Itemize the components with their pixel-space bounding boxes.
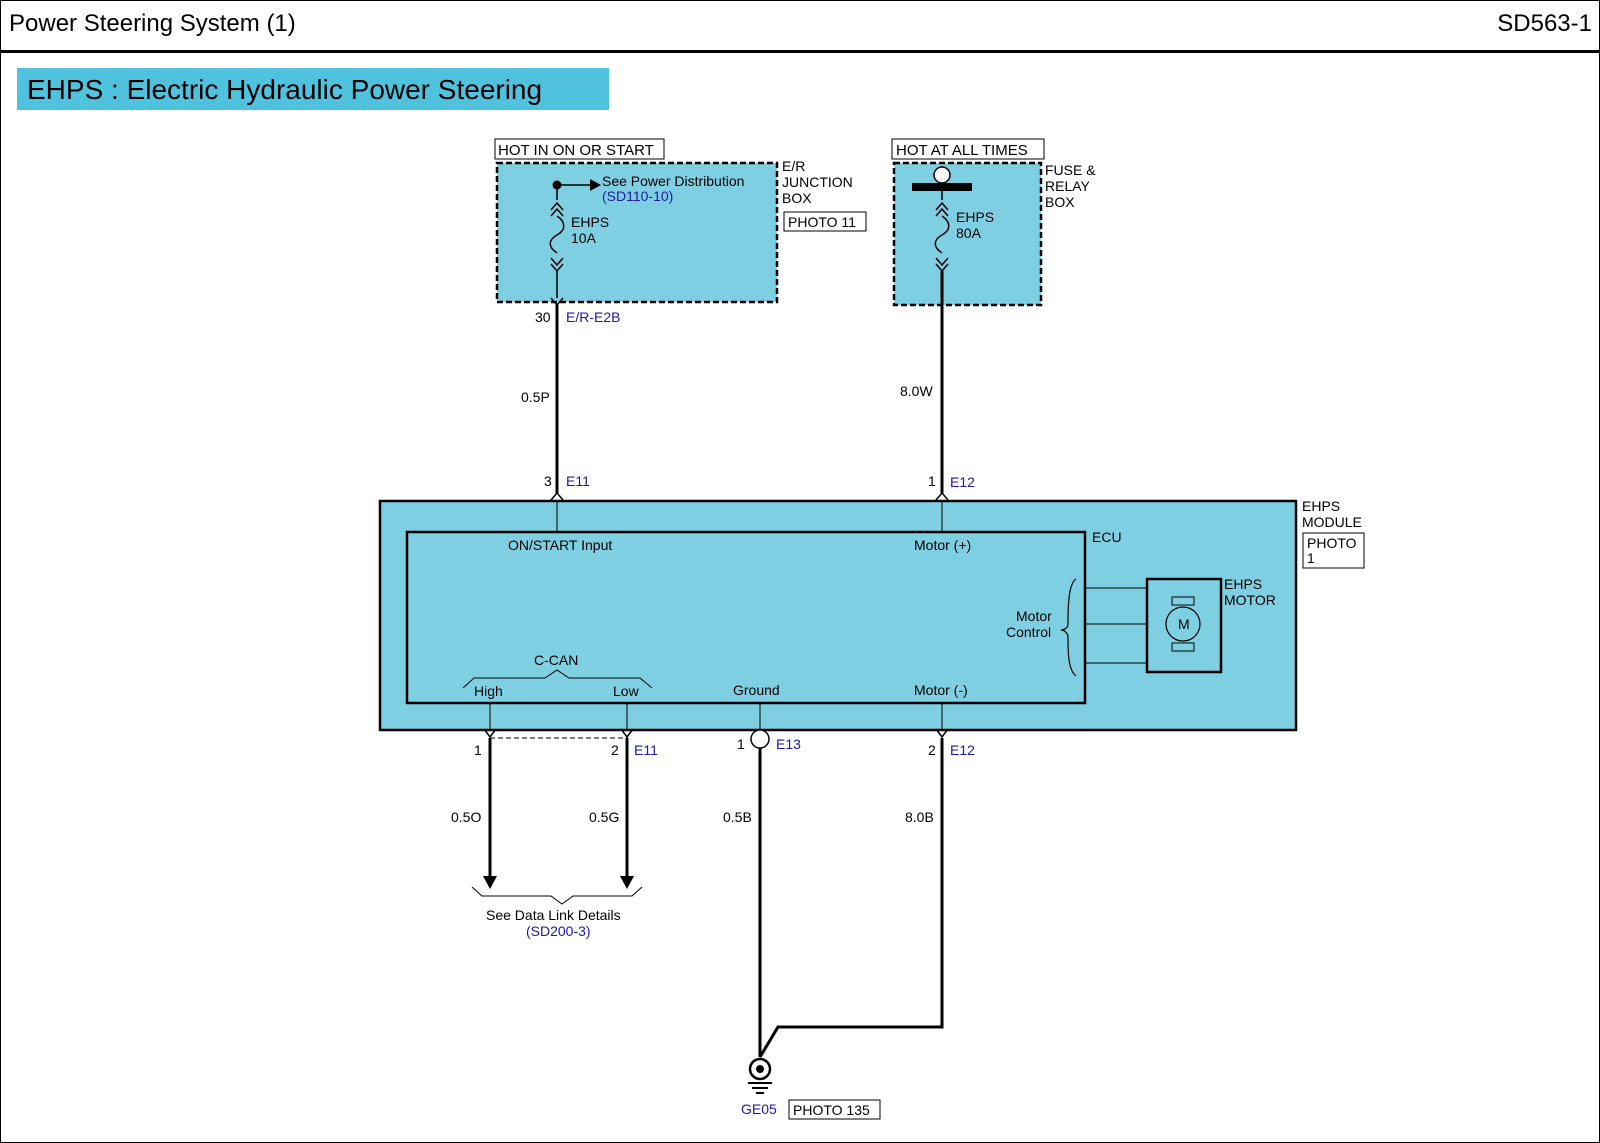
motor-control-label-1: Motor bbox=[1016, 608, 1052, 624]
motor-control-label-2: Control bbox=[1006, 624, 1051, 640]
fuse-relay-box-label: FUSE & RELAY BOX bbox=[1045, 162, 1096, 210]
e12-top-terminal bbox=[935, 491, 949, 501]
power-dist-reference[interactable]: (SD110-10) bbox=[602, 188, 673, 204]
e13-pin: 1 bbox=[737, 736, 745, 752]
connector-e13[interactable]: E13 bbox=[776, 736, 801, 752]
hot-on-start-label: HOT IN ON OR START bbox=[494, 138, 665, 160]
wire-80w-label: 8.0W bbox=[900, 383, 933, 399]
e11-pin1-terminal bbox=[483, 728, 497, 739]
e12-pin2-terminal bbox=[935, 728, 949, 739]
svg-text:PHOTO: PHOTO bbox=[1307, 535, 1357, 551]
ehps-motor-label-2: MOTOR bbox=[1224, 592, 1276, 608]
ehps-module-label: EHPS MODULE bbox=[1302, 498, 1362, 530]
svg-text:1: 1 bbox=[1307, 550, 1315, 566]
page-header: Power Steering System (1) SD563-1 bbox=[0, 0, 1600, 53]
e11-bottom-pin1: 1 bbox=[474, 742, 482, 758]
svg-text:FUSE &: FUSE & bbox=[1045, 162, 1096, 178]
ground-pin-label: Ground bbox=[733, 682, 780, 698]
connector-e11-bottom[interactable]: E11 bbox=[634, 742, 658, 758]
wire-05p-label: 0.5P bbox=[521, 389, 550, 405]
page-code: SD563-1 bbox=[1497, 10, 1592, 37]
svg-text:PHOTO 11: PHOTO 11 bbox=[788, 214, 856, 230]
wire-05g-label: 0.5G bbox=[589, 809, 619, 825]
wire-80b bbox=[758, 738, 944, 1058]
ground-ge05[interactable]: GE05 bbox=[741, 1101, 777, 1117]
fuse-80a-name: EHPS bbox=[956, 209, 994, 225]
wire-05o-label: 0.5O bbox=[451, 809, 481, 825]
connector-e11-top[interactable]: E11 bbox=[566, 473, 590, 489]
er-junction-box bbox=[495, 161, 779, 304]
section-title: EHPS : Electric Hydraulic Power Steering bbox=[27, 74, 543, 105]
svg-text:PHOTO 135: PHOTO 135 bbox=[793, 1102, 870, 1118]
connector-e12-top-pin: 1 bbox=[928, 473, 936, 489]
ehps-motor-label-1: EHPS bbox=[1224, 576, 1262, 592]
svg-text:HOT AT ALL TIMES: HOT AT ALL TIMES bbox=[896, 142, 1028, 159]
er-junction-box-label: E/R JUNCTION BOX bbox=[782, 158, 853, 206]
fuse-10a-name: EHPS bbox=[571, 214, 609, 230]
connector-e12-top[interactable]: E12 bbox=[950, 474, 975, 490]
wire-80b-label: 8.0B bbox=[905, 809, 934, 825]
hot-all-times-label: HOT AT ALL TIMES bbox=[891, 138, 1045, 160]
svg-text:M: M bbox=[1178, 616, 1190, 632]
connector-er-e2b[interactable]: E/R-E2B bbox=[566, 309, 620, 325]
e11-pin2-terminal bbox=[620, 728, 634, 739]
section-banner: EHPS : Electric Hydraulic Power Steering bbox=[17, 68, 609, 110]
svg-text:HOT IN ON OR START: HOT IN ON OR START bbox=[498, 142, 654, 159]
connector-e11-top-pin: 3 bbox=[544, 473, 552, 489]
see-power-distribution: See Power Distribution bbox=[602, 173, 744, 189]
arrow-down-icon bbox=[483, 876, 497, 889]
photo-11-label: PHOTO 11 bbox=[783, 211, 867, 232]
arrow-down-icon bbox=[620, 876, 634, 889]
can-low-label: Low bbox=[613, 683, 640, 699]
svg-text:RELAY: RELAY bbox=[1045, 178, 1091, 194]
svg-text:JUNCTION: JUNCTION bbox=[782, 174, 853, 190]
ecu-label: ECU bbox=[1092, 529, 1122, 545]
motor-plus-label: Motor (+) bbox=[914, 537, 971, 553]
see-data-link: See Data Link Details bbox=[486, 907, 621, 923]
page-title: Power Steering System (1) bbox=[9, 10, 296, 37]
svg-text:E/R: E/R bbox=[782, 158, 805, 174]
c-can-label: C-CAN bbox=[534, 652, 578, 668]
data-link-bracket bbox=[471, 886, 643, 905]
wire-05b-label: 0.5B bbox=[723, 809, 752, 825]
e11-bottom-pin2: 2 bbox=[611, 742, 619, 758]
data-link-reference[interactable]: (SD200-3) bbox=[526, 923, 591, 939]
bus-bar bbox=[912, 183, 972, 191]
motor-minus-label: Motor (-) bbox=[914, 682, 968, 698]
fuse-80a-rating: 80A bbox=[956, 225, 982, 241]
connector-e12-bottom[interactable]: E12 bbox=[950, 742, 975, 758]
motor-icon: M bbox=[1165, 596, 1201, 652]
photo-135-label: PHOTO 135 bbox=[788, 1099, 881, 1120]
fuse-10a-rating: 10A bbox=[571, 230, 597, 246]
photo-1-label: PHOTO 1 bbox=[1302, 532, 1365, 569]
ground-icon bbox=[748, 1057, 772, 1094]
fuse-10a-icon bbox=[549, 185, 565, 307]
svg-text:BOX: BOX bbox=[1045, 194, 1075, 210]
connector-er-e2b-pin: 30 bbox=[535, 309, 551, 325]
e12-bottom-pin: 2 bbox=[928, 742, 936, 758]
arrow-right-icon bbox=[590, 179, 601, 191]
svg-text:EHPS: EHPS bbox=[1302, 498, 1340, 514]
e11-top-terminal bbox=[550, 491, 564, 501]
ecu-box bbox=[405, 530, 1087, 705]
ehps-module-box bbox=[378, 499, 1298, 732]
motor-control-brace bbox=[1060, 578, 1077, 677]
can-high-label: High bbox=[474, 683, 503, 699]
fuse-80a-icon bbox=[934, 191, 950, 273]
bus-terminal-icon bbox=[933, 166, 951, 184]
svg-text:BOX: BOX bbox=[782, 190, 812, 206]
on-start-input-label: ON/START Input bbox=[508, 537, 612, 553]
svg-text:MODULE: MODULE bbox=[1302, 514, 1362, 530]
c-can-bracket bbox=[462, 669, 653, 689]
e13-terminal-icon bbox=[750, 729, 770, 749]
